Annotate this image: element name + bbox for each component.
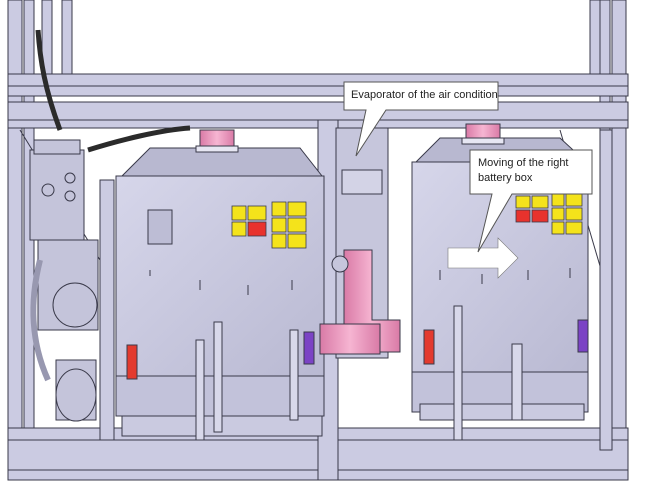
move-battery-label: Moving of the right battery box [478, 157, 569, 184]
evaporator-label: Evaporator of the air condition [351, 89, 498, 101]
move-callout-bubble [469, 149, 593, 253]
warning-label-icon-right [515, 193, 583, 235]
right-arrow-icon [447, 237, 519, 279]
right-purple-handle [577, 319, 589, 353]
warning-label-icon [231, 201, 307, 249]
evaporator-callout-bubble [343, 81, 499, 157]
right-red-handle [423, 329, 435, 365]
left-battery-box [115, 129, 325, 441]
left-red-handle [126, 344, 138, 380]
left-purple-handle [303, 331, 315, 365]
left-equipment [29, 29, 191, 422]
evaporator [319, 127, 401, 359]
